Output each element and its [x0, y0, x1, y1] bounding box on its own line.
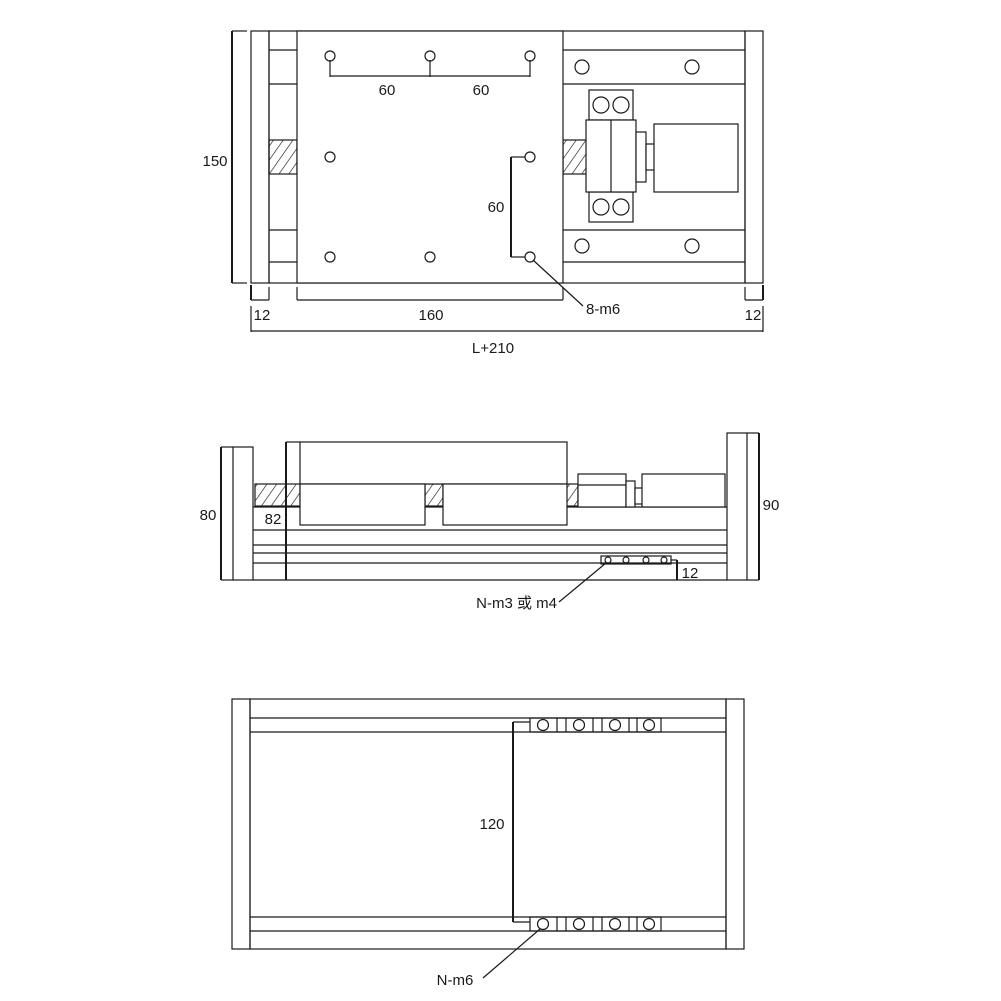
side-right-end-plate	[726, 432, 748, 581]
top-right-end-plate	[744, 30, 764, 284]
bottom-right-end-plate	[725, 698, 745, 950]
side-motor	[641, 473, 726, 508]
dim-hole-spacing-left: 60	[379, 82, 396, 99]
plate-hole	[324, 151, 336, 163]
bottom-view: 120 N-m6	[231, 698, 745, 989]
side-view: 80 82 90 12 N-m3 或 m4	[200, 432, 780, 612]
dim-height-150: 150	[202, 153, 227, 170]
callout-plate-holes: 8-m6	[586, 301, 620, 318]
dim-end-left: 12	[254, 307, 271, 324]
side-carriage-block-left	[299, 483, 426, 526]
plate-hole	[424, 251, 436, 263]
plate-hole	[324, 251, 336, 263]
dim-vertical-hole-spacing: 60	[488, 199, 505, 216]
dim-hole-offset: 12	[682, 565, 699, 582]
dim-hole-spacing-right: 60	[473, 82, 490, 99]
top-lead-screw-left	[268, 139, 298, 175]
top-view: 60 60 150 60 8-m6 12 160 12 L+2	[202, 30, 764, 357]
callout-bottom-holes: N-m6	[437, 972, 474, 989]
dim-end-right: 12	[745, 307, 762, 324]
dim-right-height: 90	[763, 497, 780, 514]
bottom-base-outline	[249, 698, 727, 950]
side-left-end-plate	[232, 446, 254, 581]
side-carriage-top	[299, 441, 568, 485]
dim-left-height: 80	[200, 507, 217, 524]
bottom-left-end-plate	[231, 698, 251, 950]
bottom-hole-row-bottom	[529, 916, 662, 932]
dim-rail-spacing: 120	[479, 816, 504, 833]
dim-total-length: L+210	[472, 340, 514, 357]
top-lead-screw-right	[562, 139, 590, 175]
side-lead-screw-left	[254, 483, 301, 507]
dim-carriage-height: 82	[265, 511, 282, 528]
callout-side-holes: N-m3 或 m4	[476, 595, 557, 612]
bottom-hole-row-top	[529, 717, 662, 733]
dim-plate-width: 160	[418, 307, 443, 324]
top-left-end-plate	[250, 30, 270, 284]
side-carriage-block-right	[442, 483, 568, 526]
top-motor	[653, 123, 739, 193]
side-bearing-block	[577, 473, 627, 508]
